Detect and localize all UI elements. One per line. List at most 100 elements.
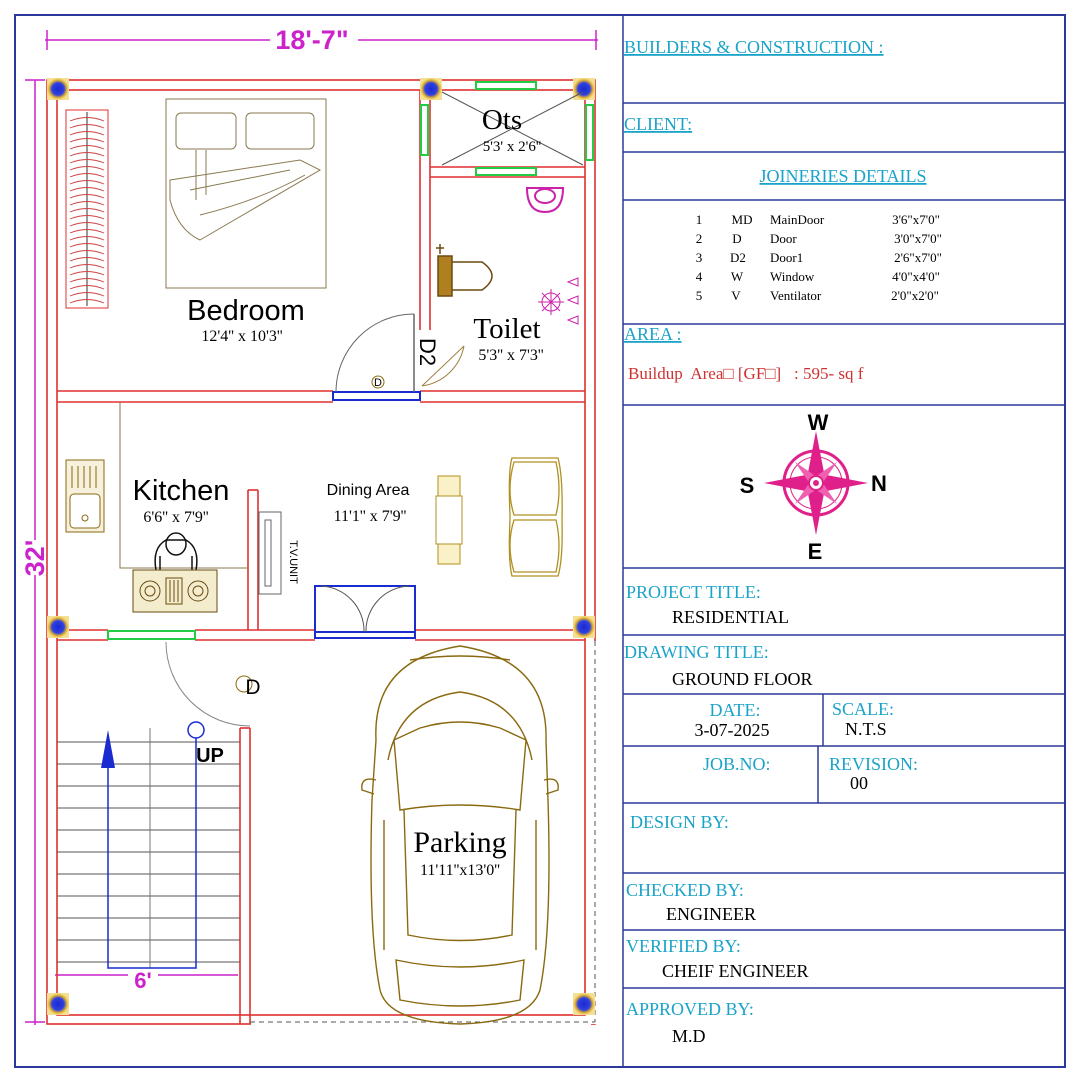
svg-text:Door: Door — [770, 231, 797, 246]
wardrobe-hanger — [69, 250, 105, 255]
verified-by-label: VERIFIED BY: — [626, 936, 741, 956]
doors — [165, 313, 465, 727]
svg-text:Window: Window — [770, 269, 815, 284]
svg-text:3'0"x7'0": 3'0"x7'0" — [894, 231, 942, 246]
joinery-row: 2 D Door 3'0"x7'0" — [696, 231, 942, 246]
wardrobe-hanger — [69, 159, 105, 164]
bedroom-label: Bedroom — [187, 295, 305, 327]
wardrobe-hanger — [69, 131, 105, 136]
stair-up-arrow-icon — [101, 730, 115, 768]
svg-text:V: V — [731, 288, 741, 303]
project-title: RESIDENTIAL — [672, 607, 789, 627]
svg-text:MainDoor: MainDoor — [770, 212, 825, 227]
wardrobe-hanger — [69, 194, 105, 199]
ots-size: 5'3' x 2'6'' — [483, 139, 542, 155]
stair-up-label: UP — [196, 745, 224, 767]
bedroom-size: 12'4'' x 10'3'' — [201, 328, 282, 345]
wardrobe-hanger — [69, 278, 105, 283]
job-no-label: JOB.NO: — [703, 754, 771, 774]
date-value: 3-07-2025 — [695, 720, 770, 740]
car-icon — [361, 645, 559, 1025]
compass-west: W — [808, 410, 829, 435]
wc-icon — [436, 244, 493, 297]
svg-text:2'6"x7'0": 2'6"x7'0" — [894, 250, 942, 265]
compass-south: S — [740, 473, 755, 498]
client-label: CLIENT: — [624, 114, 692, 134]
ots-label: Ots — [482, 104, 522, 136]
wardrobe-hanger — [69, 292, 105, 297]
wardrobe-hanger — [69, 264, 105, 269]
compass-east: E — [808, 539, 823, 564]
parking-size: 11'11''x13'0'' — [420, 862, 500, 879]
svg-text:4: 4 — [696, 269, 703, 284]
approved-by-value: M.D — [672, 1026, 706, 1046]
wash-basin-icon — [525, 187, 565, 214]
joinery-row: 5 V Ventilator 2'0"x2'0" — [696, 288, 939, 303]
double-bed-icon — [165, 98, 327, 289]
date-label: DATE: — [710, 700, 761, 720]
svg-text:Ventilator: Ventilator — [770, 288, 822, 303]
area-value: Buildup Area□ [GF□] : 595- sq f — [628, 364, 864, 383]
dining-table-icon — [435, 475, 463, 565]
drawing-title: GROUND FLOOR — [672, 669, 813, 689]
title-block-lines — [622, 15, 1065, 1067]
compass-north: N — [871, 471, 887, 496]
svg-text:3'6"x7'0": 3'6"x7'0" — [892, 212, 940, 227]
wardrobe-hanger — [69, 208, 105, 213]
svg-text:D: D — [732, 231, 741, 246]
wardrobe-hanger — [69, 236, 105, 241]
svg-text:2: 2 — [696, 231, 703, 246]
joinery-row: 1 MD MainDoor 3'6"x7'0" — [696, 212, 940, 227]
wardrobe-icon — [65, 109, 109, 309]
toilet-label: Toilet — [473, 313, 540, 345]
wardrobe-hanger — [69, 271, 105, 276]
shower-icon — [538, 277, 579, 325]
stair-width-label: 6' — [134, 968, 151, 993]
windows — [107, 81, 594, 640]
wardrobe-hanger — [69, 215, 105, 220]
joinery-row: 4 W Window 4'0"x4'0" — [696, 269, 940, 284]
kitchen-counter — [119, 402, 248, 569]
sofa-icon — [508, 457, 563, 577]
approved-by-label: APPROVED BY: — [626, 999, 754, 1019]
lower-door-tag: D — [245, 676, 260, 699]
wardrobe-hanger — [69, 201, 105, 206]
joineries-table: 1 MD MainDoor 3'6"x7'0" 2 D Door 3'0"x7'… — [696, 212, 942, 303]
bedroom-door-tag: D — [374, 377, 382, 389]
overall-width-label: 18'-7" — [275, 25, 348, 55]
svg-text:4'0"x4'0": 4'0"x4'0" — [892, 269, 940, 284]
tv-unit-icon — [258, 511, 282, 595]
svg-text:5: 5 — [696, 288, 703, 303]
scale-value: N.T.S — [845, 719, 887, 739]
kitchen-size: 6'6'' x 7'9'' — [143, 509, 208, 526]
dining-label: Dining Area — [327, 482, 410, 499]
svg-text:W: W — [731, 269, 744, 284]
svg-text:MD: MD — [732, 212, 753, 227]
staircase — [57, 721, 240, 969]
ots-cross — [441, 91, 584, 166]
wardrobe-hanger — [69, 173, 105, 178]
wardrobe-hanger — [69, 166, 105, 171]
joinery-row: 3 D2 Door1 2'6"x7'0" — [696, 250, 942, 265]
checked-by-label: CHECKED BY: — [626, 880, 744, 900]
dining-size: 11'1'' x 7'9'' — [334, 508, 407, 525]
scale-label: SCALE: — [832, 699, 894, 719]
kitchen-sink-icon — [65, 459, 105, 533]
wardrobe-hanger — [69, 117, 105, 122]
dimension-lines — [25, 30, 598, 1025]
joineries-heading: JOINERIES DETAILS — [759, 166, 926, 186]
design-by-label: DESIGN BY: — [630, 812, 729, 832]
wardrobe-hanger — [69, 222, 105, 227]
drawing-title-label: DRAWING TITLE: — [624, 642, 769, 662]
svg-text:3: 3 — [696, 250, 703, 265]
kitchen-label: Kitchen — [133, 475, 230, 507]
checked-by-value: ENGINEER — [666, 904, 756, 924]
toilet-size: 5'3'' x 7'3'' — [478, 347, 543, 364]
wardrobe-hanger — [69, 145, 105, 150]
wardrobe-hanger — [69, 124, 105, 129]
wardrobe-hanger — [69, 138, 105, 143]
structural-columns — [47, 78, 595, 1015]
toilet-door-tag: D2 — [415, 338, 440, 366]
area-label: AREA : — [624, 324, 682, 344]
